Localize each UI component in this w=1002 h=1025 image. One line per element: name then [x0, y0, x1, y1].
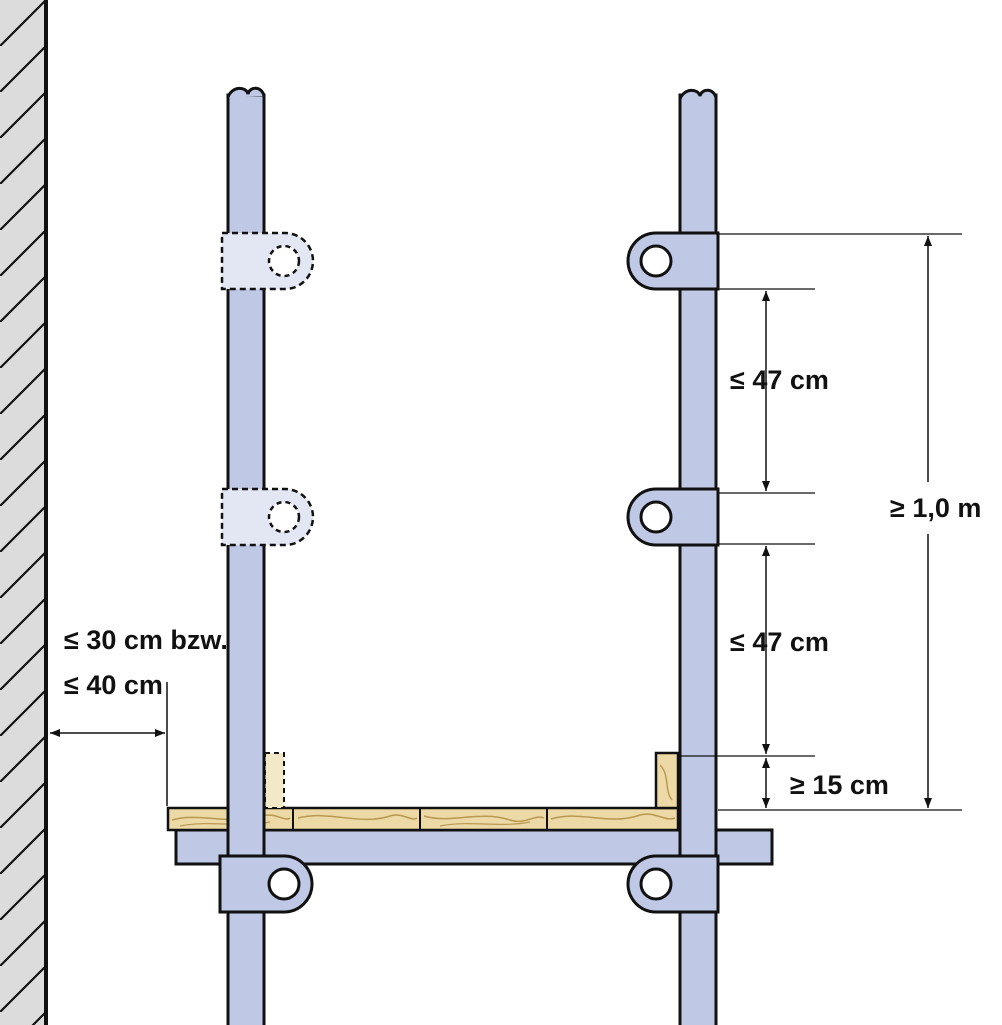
- inner-toe-board: [264, 752, 285, 809]
- upper-rail-spacing-label: ≤ 47 cm: [730, 365, 829, 395]
- inner-coupler-upper-optional: [220, 231, 315, 291]
- guardrail-height-label: ≥ 1,0 m: [890, 493, 981, 523]
- wall-gap-label-line1: ≤ 30 cm bzw.: [64, 625, 228, 655]
- inner-ledger-coupler: [218, 854, 314, 914]
- building-wall: [0, 0, 48, 1025]
- outer-coupler-top-rail: [626, 231, 720, 291]
- wall-gap-dimension: [50, 682, 168, 806]
- outer-toe-board: [654, 751, 680, 810]
- wall-gap-label-line2: ≤ 40 cm: [64, 670, 163, 700]
- extension-lines: [678, 233, 962, 811]
- outer-coupler-mid-rail: [626, 487, 720, 547]
- deck-planks: [166, 806, 680, 832]
- lower-rail-spacing-label: ≤ 47 cm: [730, 627, 829, 657]
- outer-ledger-coupler: [626, 854, 720, 914]
- inner-coupler-middle-optional: [220, 487, 315, 547]
- toe-board-height-label: ≥ 15 cm: [790, 770, 889, 800]
